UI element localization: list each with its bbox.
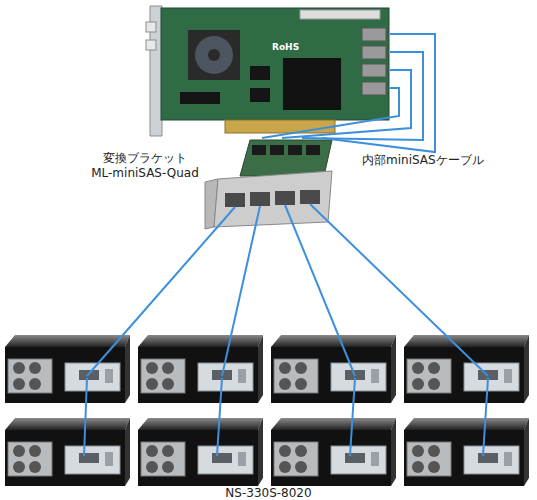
internal-sas-cable [282,70,411,138]
external-port [300,190,320,204]
sas-port [362,82,386,95]
chip [250,88,270,102]
internal-connector [252,145,266,155]
card-fingers [225,120,335,133]
bracket-pcb [240,140,332,176]
internal-sas-cable [302,52,423,140]
fan-hub [208,49,220,61]
external-cables [84,204,488,456]
sas-port [362,64,386,77]
disk-enclosure [271,418,396,486]
disk-enclosure [5,418,130,486]
disk-enclosure [404,418,529,486]
caption: NS-330S-8020 [0,486,537,500]
disk-enclosure [404,335,529,403]
sas-cable [222,206,260,376]
fan [195,36,233,74]
disk-enclosure [138,335,263,403]
internal-connector [270,145,284,155]
cascade-cable [84,378,87,456]
memory-slot [300,10,380,19]
bracket-plate [214,171,332,227]
chip [180,92,220,104]
external-port [225,193,245,207]
card-pcb [161,8,389,120]
node-heading: 変換ブラケット [70,150,220,167]
chip [283,58,341,110]
internal-sas-cable [322,34,435,152]
cable-label: 内部miniSASケーブル [362,152,484,169]
internal-connector [288,145,302,155]
sas-cable [87,207,235,376]
cascade-cable [350,378,355,456]
internal-sas-cable [262,88,399,138]
heatsink [188,30,240,80]
external-port [275,191,295,205]
sas-cable [285,205,355,376]
sas-cable [310,204,488,376]
sas-port [362,46,386,59]
node-subheading: ML-miniSAS-Quad [70,166,220,180]
conversion-bracket [205,140,332,229]
bracket-port [146,22,156,32]
bracket-port [146,40,156,50]
internal-connector [306,145,320,155]
bracket-node: 変換ブラケットML-miniSAS-Quad [222,138,332,226]
raid-card-node: RoHS [150,4,390,136]
disk-enclosure [5,335,130,403]
raid-card [146,6,389,136]
disk-enclosure [271,335,396,403]
cascade-cable [483,378,488,456]
disk-enclosure [138,418,263,486]
cascade-cable [217,378,222,456]
sas-port [362,28,386,41]
node-heading: RoHS [272,42,299,52]
chip [250,66,270,80]
external-port [250,192,270,206]
